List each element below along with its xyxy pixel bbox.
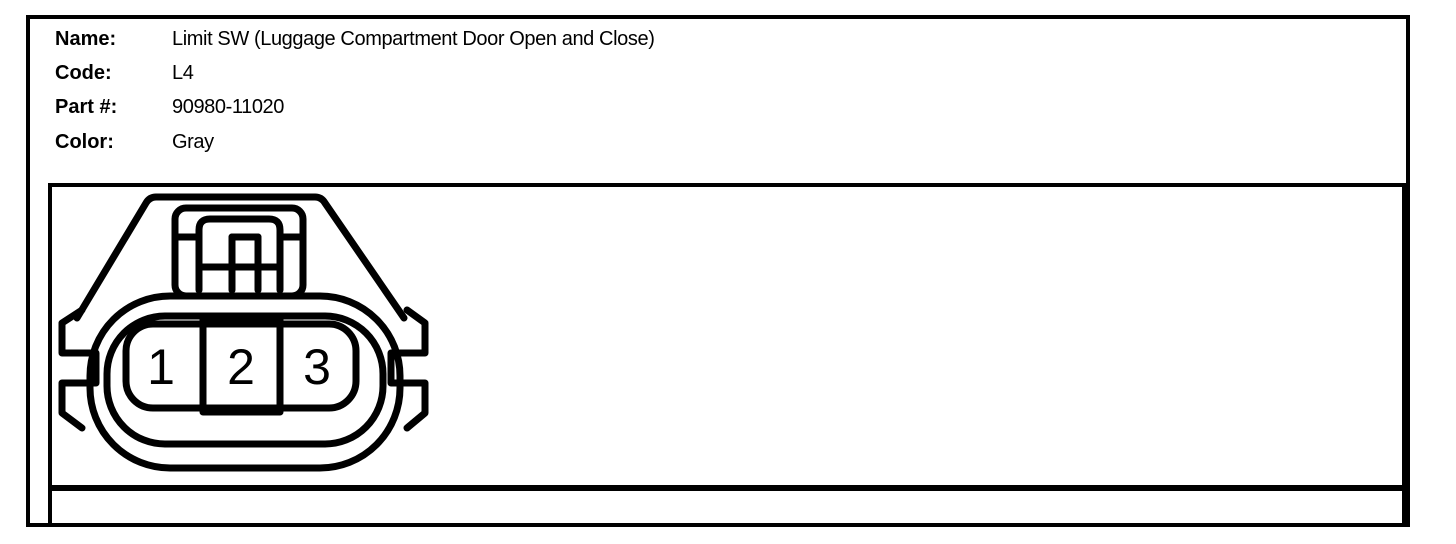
- field-row-code: Code: L4: [0, 61, 900, 85]
- pin-2-number: 2: [227, 339, 255, 395]
- part-number-value: 90980-11020: [172, 96, 285, 118]
- part-number-label: Part #:: [55, 96, 118, 118]
- right-ear: [387, 306, 429, 432]
- field-row-name: Name: Limit SW (Luggage Compartment Door…: [0, 27, 900, 51]
- lock-tab-ribs: [228, 233, 262, 294]
- pin-cavity-outline: [122, 320, 360, 412]
- name-label: Name:: [55, 28, 117, 50]
- color-value: Gray: [172, 131, 214, 153]
- lock-tab-rails: [172, 233, 306, 271]
- code-label: Code:: [55, 62, 112, 84]
- housing-top-outline: [73, 193, 408, 322]
- code-value: L4: [172, 62, 194, 84]
- pin-1-number: 1: [147, 339, 175, 395]
- drawing-box-divider: [48, 485, 1406, 491]
- pin2-cell-outline: [199, 315, 284, 416]
- field-row-part-number: Part #: 90980-11020: [0, 95, 900, 119]
- color-label: Color:: [55, 131, 114, 153]
- pin-3-number: 3: [303, 339, 331, 395]
- field-row-color: Color: Gray: [0, 130, 900, 154]
- left-ear: [58, 306, 100, 432]
- name-value: Limit SW (Luggage Compartment Door Open …: [172, 28, 655, 50]
- lock-tab-arch: [195, 215, 284, 294]
